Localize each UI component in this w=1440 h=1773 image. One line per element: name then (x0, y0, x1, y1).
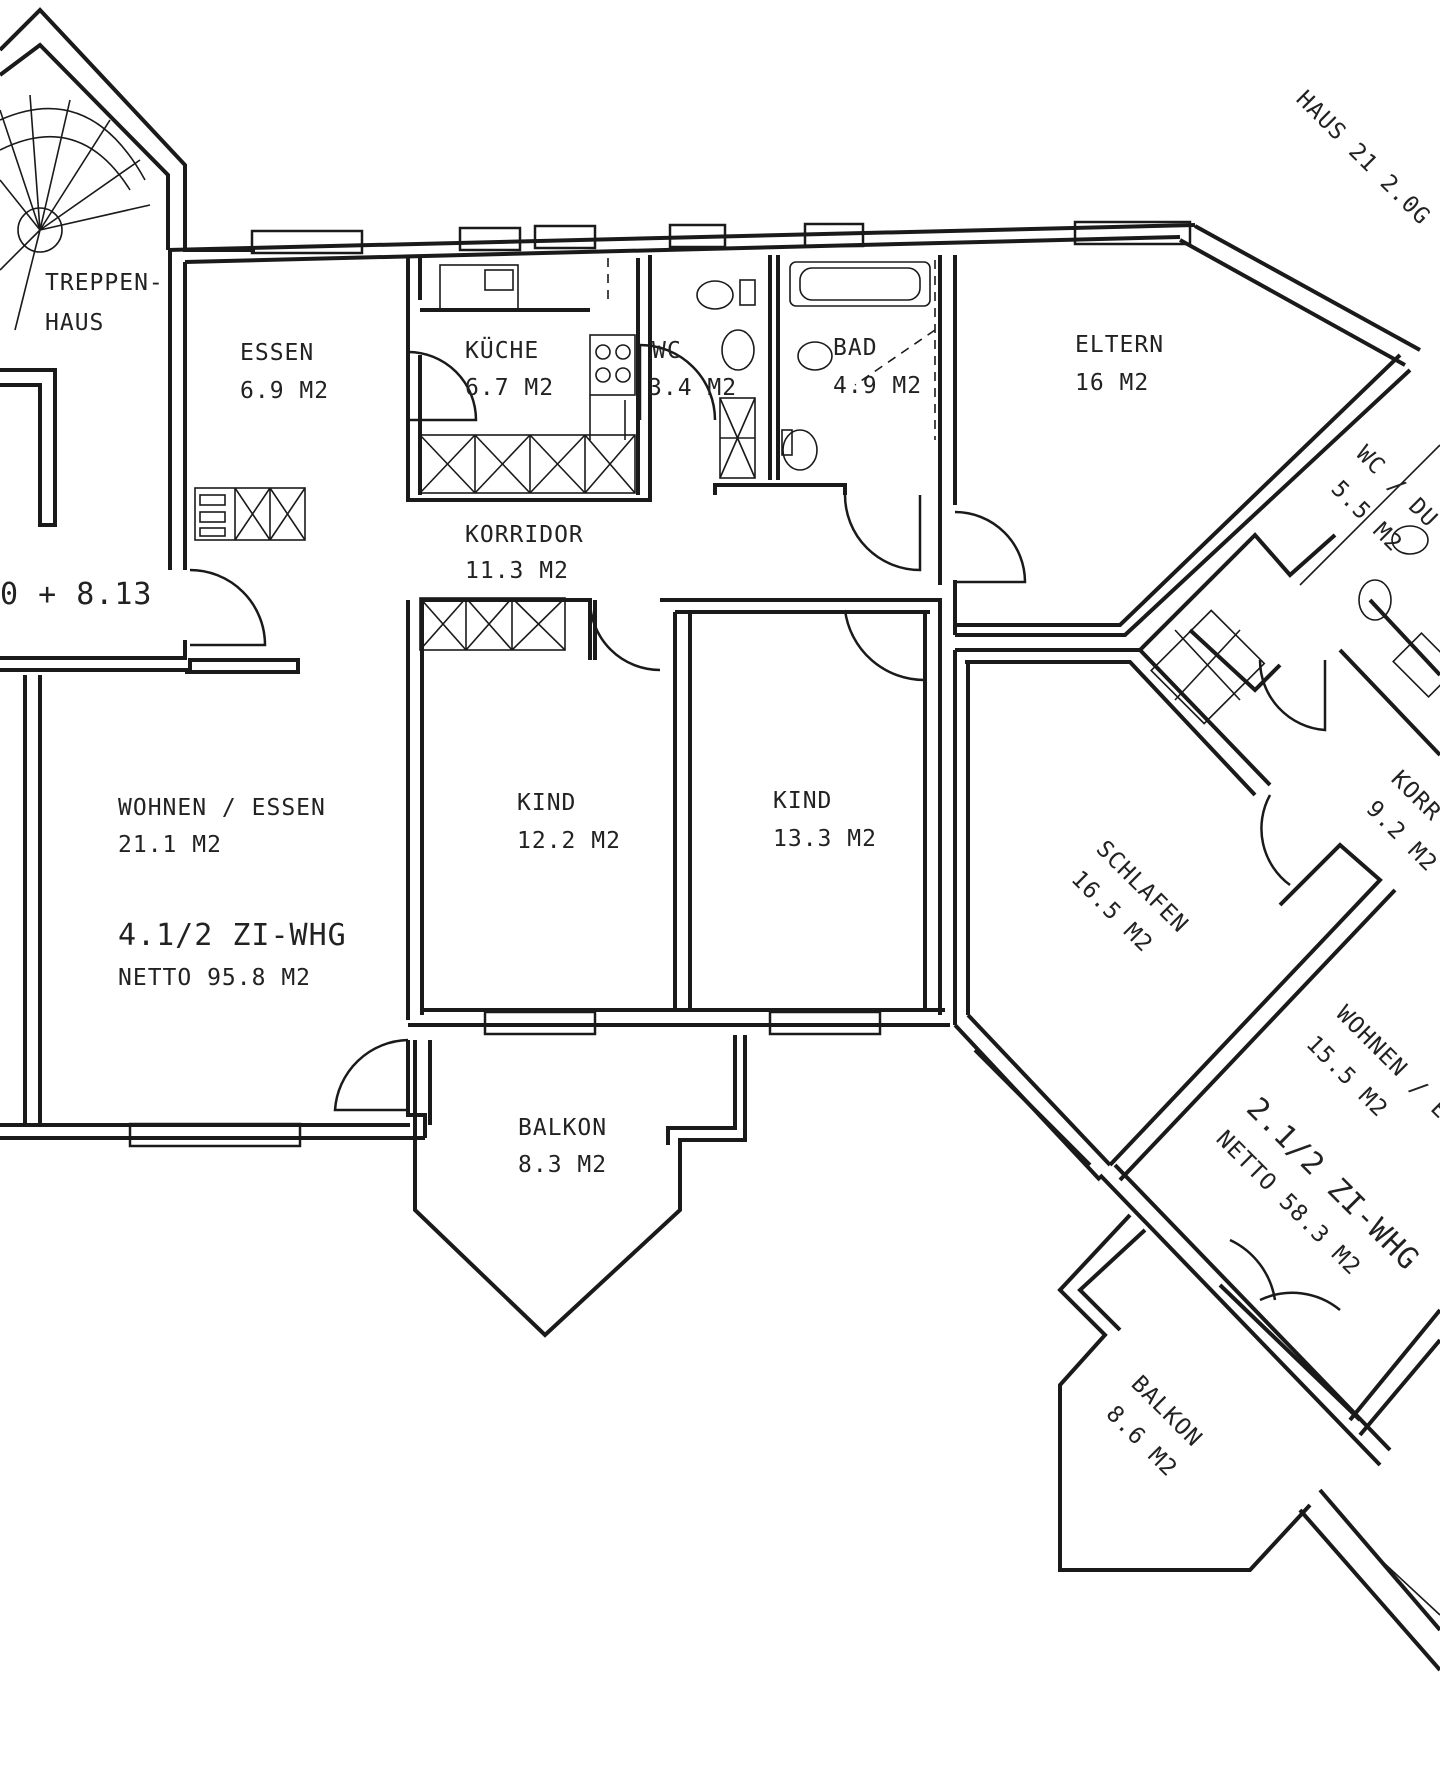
label-wohnen-essen: WOHNEN / ESSEN (118, 795, 326, 821)
staircase (0, 7, 255, 527)
label-wohnen-essen-area: 21.1 M2 (118, 832, 222, 858)
label-kueche-area: 6.7 M2 (465, 375, 554, 401)
label-kind-1-area: 12.2 M2 (517, 828, 621, 854)
label-eltern: ELTERN (1075, 332, 1164, 358)
label-treppenhaus-1: TREPPEN- (45, 270, 164, 296)
label-bad-area: 4.9 M2 (833, 373, 922, 399)
label-balkon-1-area: 8.3 M2 (518, 1152, 607, 1178)
label-kind-2: KIND (773, 788, 832, 814)
label-korridor: KORRIDOR (465, 522, 584, 548)
label-stair-area: 0 + 8.13 (0, 577, 153, 612)
label-wc-area: 3.4 M2 (648, 375, 737, 401)
label-eltern-area: 16 M2 (1075, 370, 1149, 396)
label-kind-2-area: 13.3 M2 (773, 826, 877, 852)
label-balkon-1: BALKON (518, 1115, 607, 1141)
label-essen-area: 6.9 M2 (240, 378, 329, 404)
label-treppenhaus-2: HAUS (45, 310, 104, 336)
label-korridor-area: 11.3 M2 (465, 558, 569, 584)
label-wc: WC (652, 338, 682, 364)
label-apartment-left-netto: NETTO 95.8 M2 (118, 965, 311, 991)
labels: HAUS 21 2.0G TREPPEN- HAUS 0 + 8.13 ESSE… (0, 86, 1440, 1482)
label-apartment-left: 4.1/2 ZI-WHG (118, 918, 347, 953)
label-essen: ESSEN (240, 340, 314, 366)
label-bad: BAD (833, 335, 878, 361)
corner-label: HAUS 21 2.0G (1291, 86, 1435, 230)
label-kueche: KÜCHE (465, 336, 539, 364)
doors (189, 343, 1341, 1311)
fixtures (194, 258, 1440, 725)
label-kind-1: KIND (517, 790, 576, 816)
walls (0, 220, 1440, 1672)
